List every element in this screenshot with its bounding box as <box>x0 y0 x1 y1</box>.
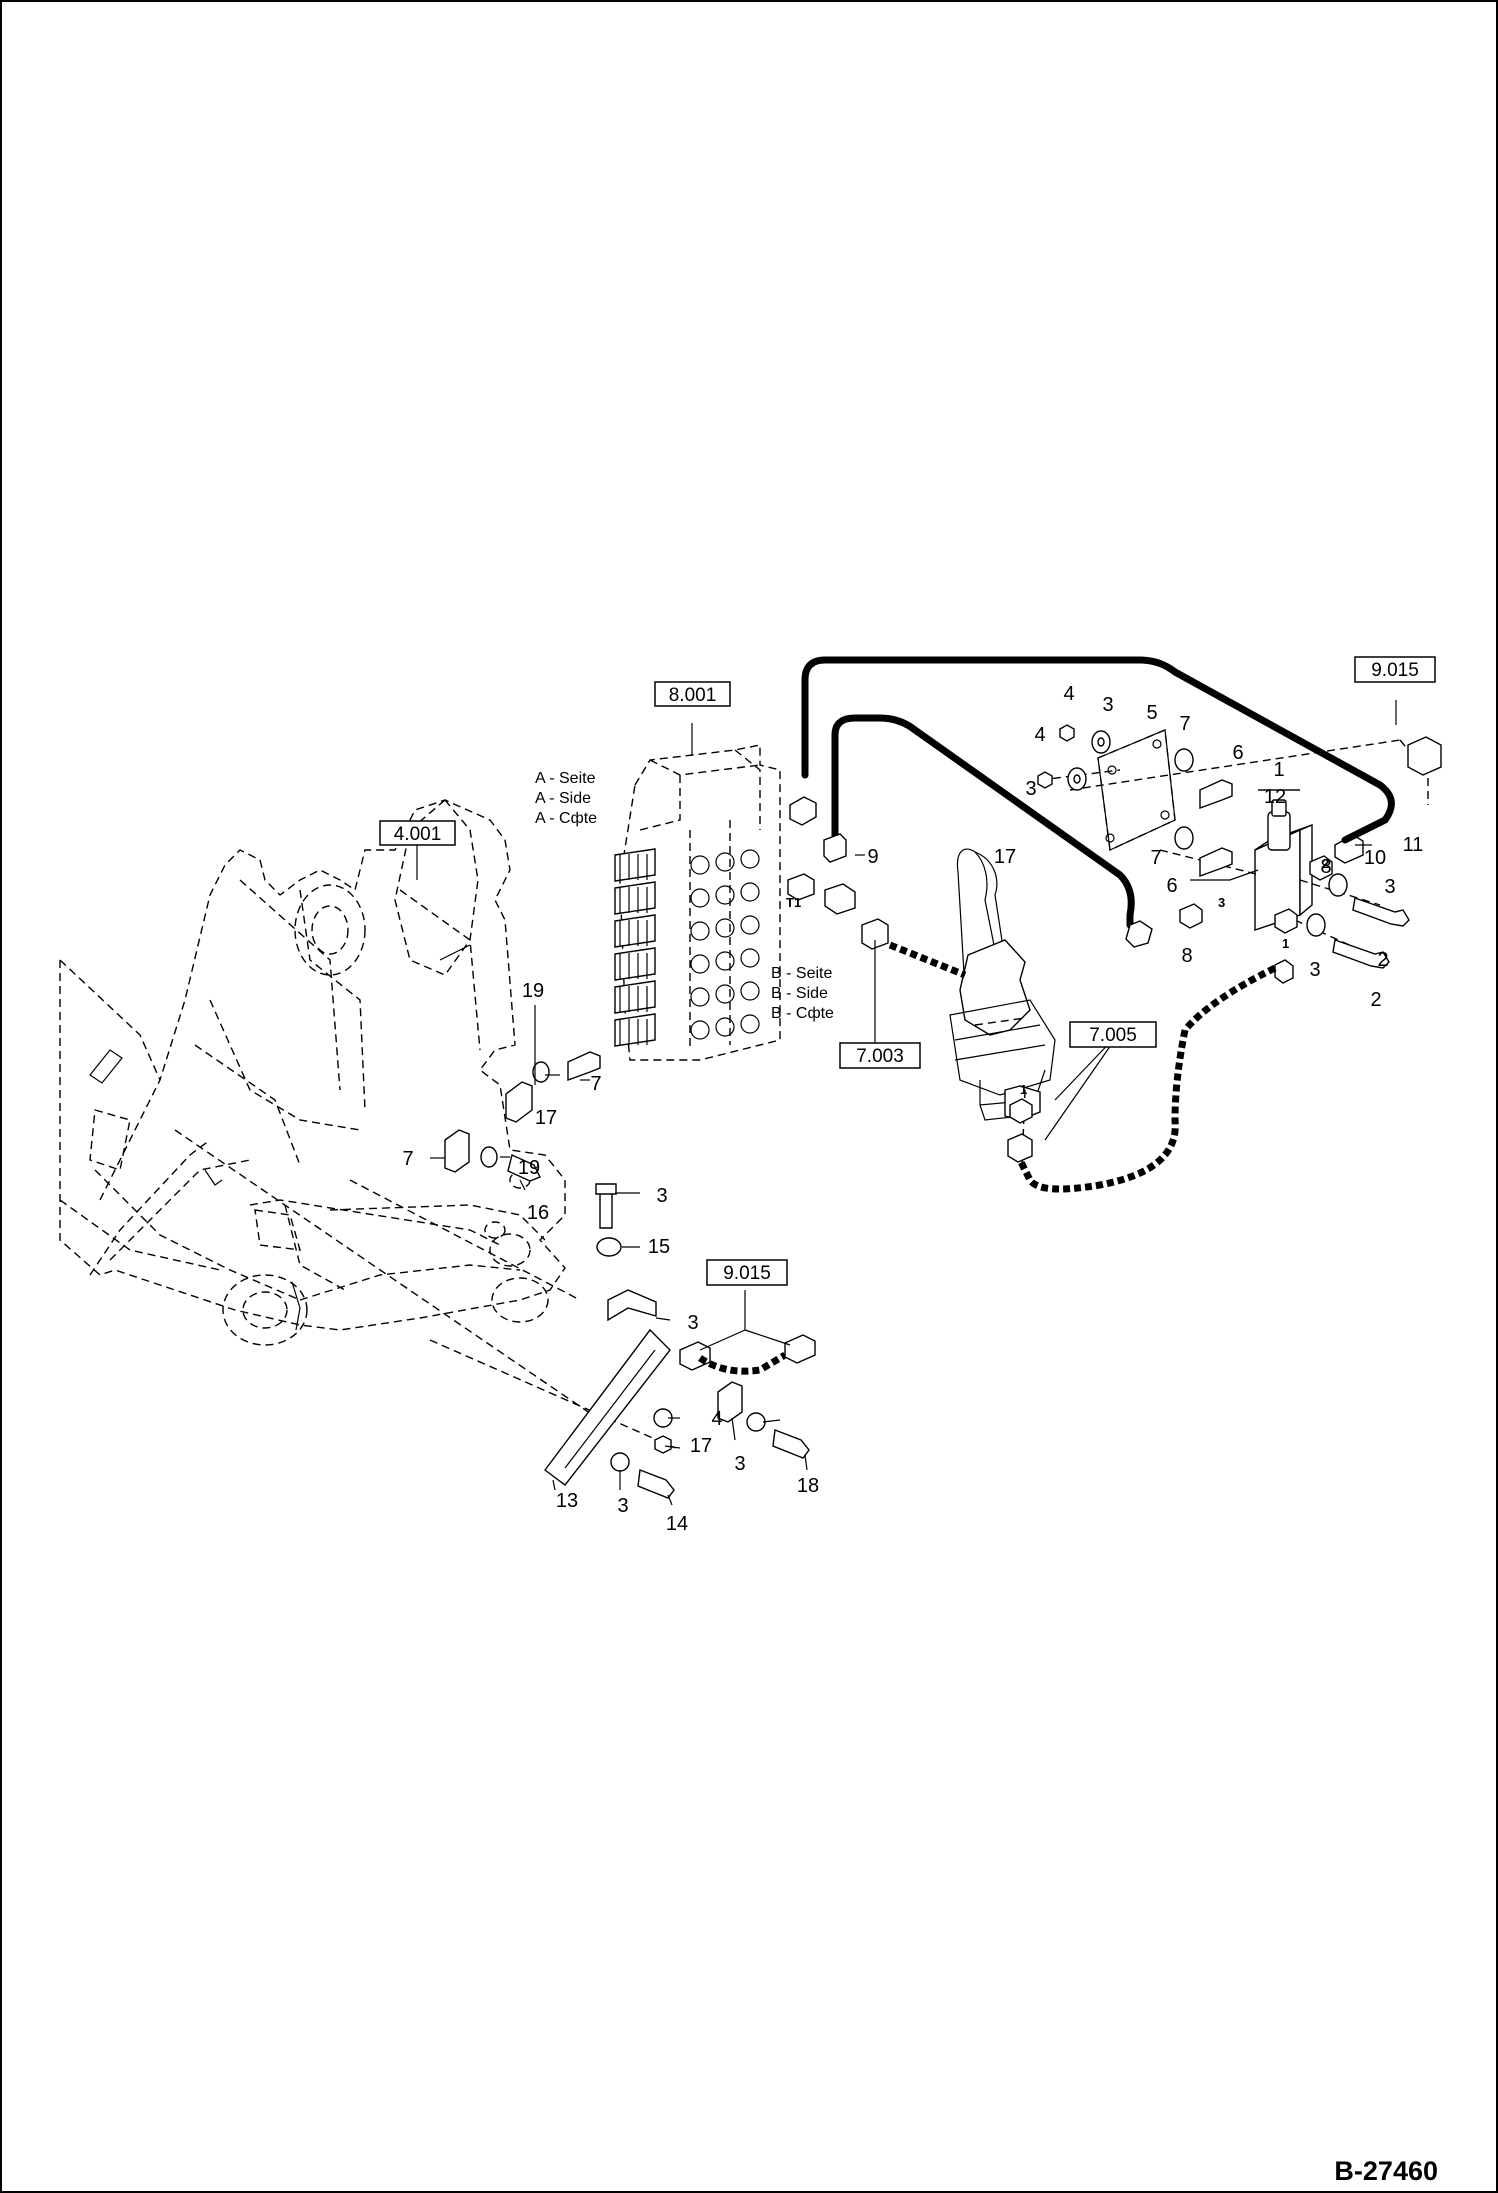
callout-3: 3 <box>687 1312 698 1334</box>
callout-4: 4 <box>1063 683 1074 705</box>
valve-port <box>715 885 735 905</box>
valve-port <box>715 918 735 938</box>
ref-box-sensor-top: 9.015 <box>1354 656 1436 683</box>
valve-spool <box>614 1013 656 1047</box>
hydraulic-hoses <box>698 656 1395 1375</box>
leader-lines <box>416 700 1397 1506</box>
ref-box-boom-frame: 4.001 <box>379 820 456 846</box>
callout-3: 3 <box>1025 778 1036 800</box>
callout-19: 19 <box>522 980 544 1002</box>
valve-port <box>740 882 760 902</box>
callout-2: 2 <box>1377 949 1388 971</box>
side-b-labels: B - Seite B - Side B - Сфte <box>771 965 834 1022</box>
valve-spool <box>614 848 656 882</box>
callout-3: 3 <box>1384 876 1395 898</box>
valve-port <box>690 954 710 974</box>
callout-15: 15 <box>648 1236 670 1258</box>
valve-port <box>715 951 735 971</box>
drawing-number: B-27460 <box>1334 2156 1438 2186</box>
port-mark-1-valve: 1 <box>1282 936 1289 951</box>
valve-fittings <box>787 796 1153 1163</box>
valve-spool <box>614 980 656 1014</box>
valve-port <box>715 1017 735 1037</box>
callout-14: 14 <box>666 1513 688 1535</box>
ref-label-hose-set: 7.003 <box>856 1046 904 1067</box>
valve-port <box>690 888 710 908</box>
valve-port <box>740 1014 760 1034</box>
callout-2: 2 <box>1370 989 1381 1011</box>
side-a-line-2: A - Side <box>535 790 591 807</box>
callout-6: 6 <box>1232 742 1243 764</box>
ref-label-control-valve: 8.001 <box>669 685 717 706</box>
callout-19: 19 <box>518 1157 540 1179</box>
callout-7: 7 <box>402 1148 413 1170</box>
valve-port <box>690 855 710 875</box>
callout-4: 4 <box>1034 724 1045 746</box>
callout-1: 1 <box>1273 759 1284 781</box>
callout-17: 17 <box>690 1435 712 1457</box>
port-mark-2: 2 <box>1322 856 1329 871</box>
valve-spool <box>614 947 656 981</box>
side-a-line-3: A - Сфte <box>535 810 597 827</box>
port-mark-t1: T1 <box>786 895 801 910</box>
callout-12: 12 <box>1264 786 1286 808</box>
valve-port <box>740 948 760 968</box>
callout-3: 3 <box>734 1453 745 1475</box>
callout-3: 3 <box>617 1495 628 1517</box>
callout-11: 11 <box>1403 834 1424 856</box>
side-a-line-1: A - Seite <box>535 770 596 787</box>
boom-frame-outline <box>59 799 681 1451</box>
callout-8: 8 <box>1181 945 1192 967</box>
ref-box-hose-set: 7.003 <box>839 1042 921 1069</box>
valve-port <box>740 981 760 1001</box>
callout-10: 10 <box>1364 847 1386 869</box>
valve-port <box>690 1020 710 1040</box>
callout-9: 9 <box>867 846 878 868</box>
ref-box-joystick: 7.005 <box>1069 1021 1157 1048</box>
callout-3: 3 <box>656 1185 667 1207</box>
ref-box-control-valve: 8.001 <box>654 681 731 707</box>
callout-18: 18 <box>797 1475 819 1497</box>
side-b-line-2: B - Side <box>771 985 828 1002</box>
valve-spool <box>614 914 656 948</box>
ref-box-sensor-bottom: 9.015 <box>706 1259 788 1286</box>
side-b-line-1: B - Seite <box>771 965 832 982</box>
valve-port <box>690 987 710 1007</box>
callout-16: 16 <box>527 1202 549 1224</box>
callout-7: 7 <box>1150 847 1161 869</box>
callout-7: 7 <box>1179 713 1190 735</box>
callout-13: 13 <box>556 1490 578 1512</box>
callout-8: 8 <box>1320 856 1331 878</box>
callout-7: 7 <box>590 1073 601 1095</box>
side-b-line-3: B - Сфte <box>771 1005 834 1022</box>
callout-6: 6 <box>1166 875 1177 897</box>
callout-3: 3 <box>1102 694 1113 716</box>
ref-label-boom-frame: 4.001 <box>394 824 442 845</box>
joystick-control <box>949 848 1056 1121</box>
fastener-parts <box>444 724 1442 1499</box>
ref-label-sensor-top: 9.015 <box>1371 660 1419 681</box>
port-mark-1-joystick: 1 <box>1020 1082 1027 1097</box>
ref-label-joystick: 7.005 <box>1089 1025 1137 1046</box>
callout-5: 5 <box>1146 702 1157 724</box>
ref-label-sensor-bottom: 9.015 <box>723 1263 771 1284</box>
callout-17: 17 <box>994 846 1016 868</box>
callout-17: 17 <box>535 1107 557 1129</box>
valve-port <box>740 915 760 935</box>
valve-port <box>715 852 735 872</box>
callout-4: 4 <box>711 1408 722 1430</box>
valve-port <box>715 984 735 1004</box>
valve-spool <box>614 881 656 915</box>
valve-port <box>690 921 710 941</box>
valve-port <box>740 849 760 869</box>
side-a-labels: A - Seite A - Side A - Сфte <box>535 770 597 827</box>
control-valve-block <box>614 744 781 1061</box>
port-mark-3: 3 <box>1218 895 1225 910</box>
callout-3: 3 <box>1309 959 1320 981</box>
